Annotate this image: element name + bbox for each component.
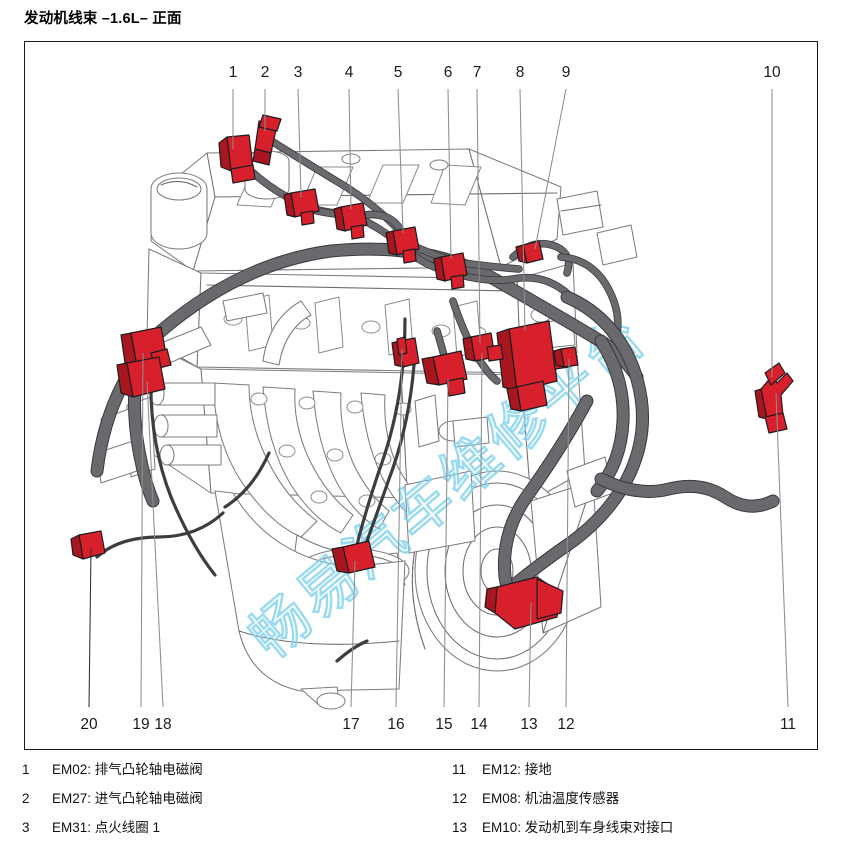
upper-hoses <box>222 292 312 366</box>
callout-17: 17 <box>342 716 359 733</box>
legend-text: EM12: 接地 <box>482 762 552 777</box>
connector-7 <box>462 332 504 362</box>
callout-leaders-bottom <box>88 348 570 708</box>
connector-em27 <box>252 114 282 166</box>
callout-8: 8 <box>516 64 525 81</box>
callout-12: 12 <box>557 716 574 733</box>
connector-coil-3 <box>385 226 420 264</box>
callout-16: 16 <box>387 716 404 733</box>
connector-em31 <box>283 188 320 226</box>
legend-item: 12 EM08: 机油温度传感器 <box>452 784 846 813</box>
callout-leaders-top <box>232 88 773 377</box>
callout-2: 2 <box>261 64 270 81</box>
legend-number: 1 <box>22 762 30 777</box>
legend-text: EM08: 机油温度传感器 <box>482 791 620 806</box>
connector-10 <box>764 362 786 386</box>
callout-6: 6 <box>444 64 453 81</box>
callout-numbers-bottom: 20 19 18 17 16 15 14 13 12 <box>80 716 574 733</box>
legend-number: 11 <box>452 762 467 777</box>
callout-4: 4 <box>345 64 354 81</box>
connector-em-20 <box>70 530 106 560</box>
callout-numbers-right: 11 <box>780 716 796 733</box>
connector-16 <box>396 336 408 356</box>
right-upper-detail <box>556 190 638 266</box>
callout-leaders-right <box>775 392 789 708</box>
callout-layer: 1 2 3 4 5 6 7 8 9 10 20 19 18 17 <box>80 64 796 733</box>
figure-frame: 畅易汽车维修平台 <box>24 41 818 750</box>
engine-harness-diagram: 畅易汽车维修平台 <box>70 64 796 733</box>
legend-number: 3 <box>22 820 30 835</box>
legend-item: 13 EM10: 发动机到车身线束对接口 <box>452 813 846 842</box>
callout-20: 20 <box>80 716 98 733</box>
callout-7: 7 <box>473 64 482 81</box>
legend-item: 2 EM27: 进气凸轮轴电磁阀 <box>22 784 422 813</box>
legend-number: 12 <box>452 791 468 806</box>
connector-17 <box>331 540 376 574</box>
callout-1: 1 <box>229 64 238 81</box>
callout-14: 14 <box>470 716 488 733</box>
harness-right-run <box>594 472 780 513</box>
connector-em08 <box>553 346 579 368</box>
callout-15: 15 <box>435 716 452 733</box>
connector-9 <box>515 240 544 264</box>
connector-18 <box>116 356 166 398</box>
page-title: 发动机线束 –1.6L– 正面 <box>24 11 182 27</box>
mid-bracket <box>404 394 490 554</box>
callout-11: 11 <box>780 716 796 733</box>
legend-item: 3 EM31: 点火线圈 1 <box>22 813 422 842</box>
connector-14 <box>421 350 468 397</box>
harness-right-descend <box>490 290 650 606</box>
callout-18: 18 <box>154 716 171 733</box>
legend-text: EM02: 排气凸轮轴电磁阀 <box>52 762 203 777</box>
callout-9: 9 <box>562 64 571 81</box>
oil-pan <box>214 490 406 710</box>
legend-item: 11 EM12: 接地 <box>452 755 846 784</box>
connectors <box>70 114 794 630</box>
legend: 1 EM02: 排气凸轮轴电磁阀 2 EM27: 进气凸轮轴电磁阀 3 EM31… <box>0 755 846 842</box>
legend-item: 1 EM02: 排气凸轮轴电磁阀 <box>22 755 422 784</box>
legend-text: EM10: 发动机到车身线束对接口 <box>482 820 674 835</box>
callout-19: 19 <box>132 716 149 733</box>
legend-number: 13 <box>452 820 468 835</box>
legend-column-right: 11 EM12: 接地 12 EM08: 机油温度传感器 13 EM10: 发动… <box>452 755 846 842</box>
callout-13: 13 <box>520 716 537 733</box>
legend-text: EM31: 点火线圈 1 <box>52 820 161 835</box>
callout-10: 10 <box>763 64 781 81</box>
connector-coil-2 <box>333 202 368 240</box>
legend-column-left: 1 EM02: 排气凸轮轴电磁阀 2 EM27: 进气凸轮轴电磁阀 3 EM31… <box>22 755 422 842</box>
callout-3: 3 <box>294 64 303 81</box>
connector-em10 <box>484 576 564 630</box>
callout-5: 5 <box>394 64 403 81</box>
callout-numbers-top: 1 2 3 4 5 6 7 8 9 10 <box>229 64 781 81</box>
connector-coil-4 <box>433 252 468 290</box>
legend-number: 2 <box>22 791 30 806</box>
legend-text: EM27: 进气凸轮轴电磁阀 <box>52 791 203 806</box>
